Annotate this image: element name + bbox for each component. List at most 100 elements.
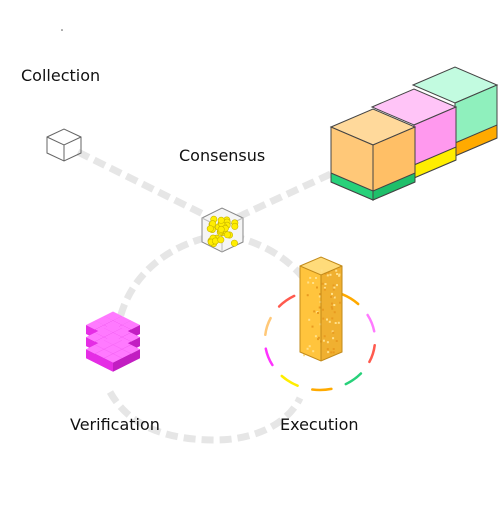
label-consensus: Consensus [179,146,266,165]
texture-speck [330,351,333,354]
texture-speck [326,274,329,277]
texture-speck [338,273,341,276]
execution-arc [264,316,272,337]
label-execution: Execution [280,415,359,434]
texture-speck [332,348,335,350]
texture-speck [317,336,320,339]
texture-speck [331,292,333,295]
texture-speck [327,351,330,354]
texture-speck [322,339,325,342]
consensus-sphere [223,231,231,239]
texture-speck [323,286,326,289]
texture-speck [331,307,334,310]
execution-arc [368,343,376,364]
texture-speck [333,286,336,289]
texture-speck [318,295,321,298]
texture-speck [315,277,317,279]
consensus-sphere [231,222,239,230]
texture-speck [332,284,335,287]
chain-block-orange [329,108,417,201]
consensus-sphere [217,236,225,244]
connection-paths [76,148,337,444]
texture-speck [334,322,337,324]
texture-speck [307,281,310,284]
label-verification: Verification [70,415,160,434]
texture-speck [322,308,324,311]
collection-cube-icon [46,128,82,162]
texture-speck [317,338,319,341]
execution-arc [311,387,333,392]
texture-speck [328,320,331,323]
chain-block-pink [370,88,458,179]
texture-speck [319,293,322,296]
execution-block-icon [299,256,343,362]
block-chain [329,66,499,201]
texture-speck [333,311,336,314]
texture-speck [324,283,327,285]
texture-speck [318,306,321,309]
consensus-sphere [217,225,225,233]
execution-arc [277,294,296,308]
texture-speck [336,273,339,275]
texture-speck [303,354,306,357]
texture-speck [331,302,333,305]
consensus-sphere [230,239,238,247]
texture-speck [327,271,330,274]
chain-block-mint [411,66,499,157]
label-collection: Collection [21,66,101,85]
texture-speck [308,318,311,321]
texture-speck [322,317,325,320]
consensus-cube-icon [201,207,244,253]
texture-speck [321,282,324,285]
texture-speck [339,301,341,304]
path-collection-consensus [76,148,207,219]
texture-speck [317,312,319,314]
texture-speck [324,272,327,275]
consensus-sphere [206,225,214,233]
texture-speck [329,273,332,276]
path-consensus-verification [116,234,206,319]
texture-speck [333,304,336,306]
texture-speck [333,296,336,299]
execution-arc [366,313,376,333]
texture-speck [335,269,338,272]
texture-speck [312,350,315,353]
texture-speck [332,288,335,291]
texture-speck [323,288,326,291]
execution-arc [341,293,360,306]
dot-mark [61,29,63,31]
consensus-particles [206,215,239,248]
execution-arc [280,374,299,387]
texture-speck [313,310,316,313]
texture-speck [330,295,333,298]
execution-arc [264,347,274,367]
texture-speck [320,269,323,272]
verification-cube [104,353,122,372]
texture-speck [314,335,317,338]
texture-speck [309,276,312,279]
texture-speck [338,274,341,277]
texture-speck [326,318,328,321]
texture-speck [326,348,329,351]
texture-speck [312,282,315,284]
texture-speck [311,325,314,328]
texture-speck [335,340,338,342]
texture-speck [337,321,340,324]
texture-speck [332,337,335,340]
texture-speck [326,341,329,344]
texture-speck [306,294,309,297]
texture-speck [330,306,333,309]
texture-speck [332,331,335,334]
texture-speck [331,317,334,320]
path-consensus-chain [236,168,337,221]
texture-speck [308,345,311,348]
texture-speck [306,347,309,350]
texture-speck [323,335,326,338]
execution-arc [344,372,363,386]
texture-speck [332,351,335,354]
texture-speck [316,286,318,289]
consensus-sphere [217,216,225,224]
texture-speck [336,284,338,287]
